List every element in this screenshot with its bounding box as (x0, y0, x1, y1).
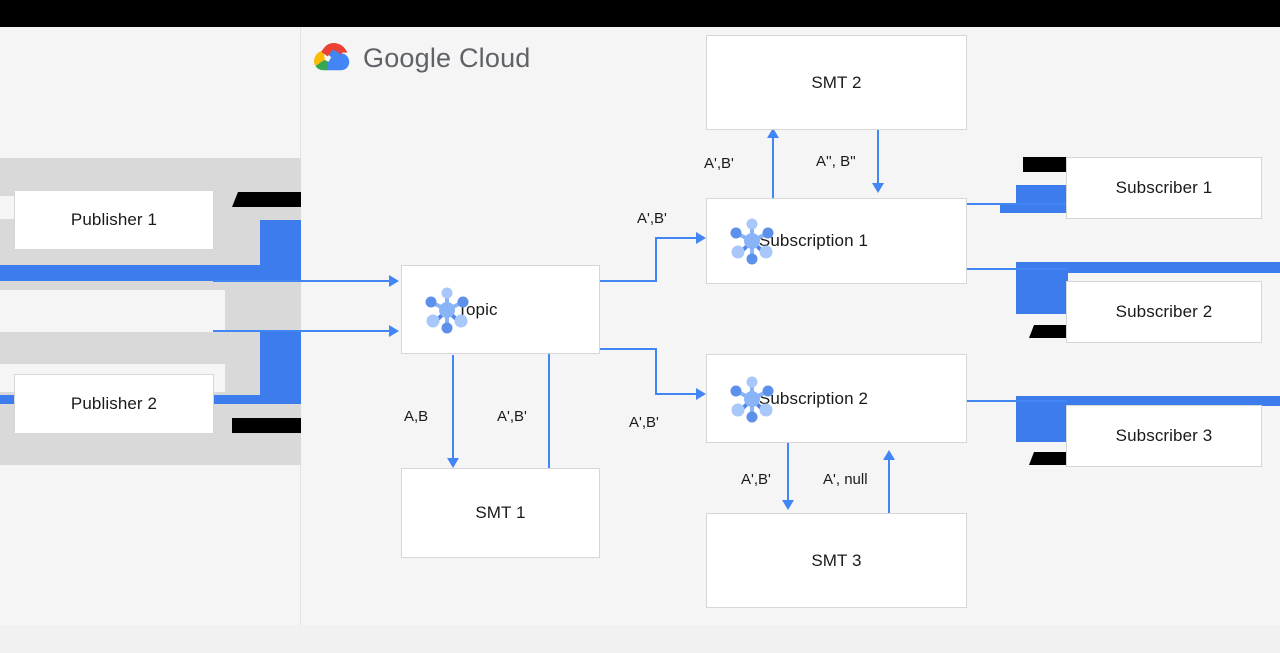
pubsub-node-icon (420, 283, 474, 337)
edge-topic-to-smt1-arrow (447, 458, 459, 468)
edge-label-sub1-to-smt2: A',B' (704, 155, 734, 172)
left-gray-notch-b (0, 290, 225, 332)
google-cloud-logo-icon (314, 43, 350, 71)
right-redaction-bar-sub2 (1029, 325, 1068, 338)
edge-topic-to-sub1-seg1 (600, 280, 657, 282)
edge-sub1-to-subscriber1-line (967, 203, 1067, 205)
edge-label-topic-to-smt1: A,B (404, 408, 429, 425)
node-subscriber2[interactable]: Subscriber 2 (1066, 281, 1262, 343)
edge-topic-to-sub1-arrow (696, 232, 706, 244)
node-subscriber1-label: Subscriber 1 (1115, 178, 1213, 197)
node-subscriber2-label: Subscriber 2 (1115, 302, 1213, 321)
right-redaction-bar-sub1 (1023, 157, 1067, 172)
right-blue-artifact-sub3 (1016, 396, 1068, 442)
edge-topic-to-sub2-seg2 (655, 348, 657, 395)
edge-sub2-to-smt3-line (787, 443, 789, 501)
right-blue-artifact-sub3-bar (1016, 396, 1280, 406)
right-blue-artifact-sub2-bar (1016, 262, 1280, 273)
edge-sub2-to-smt3-arrow (782, 500, 794, 510)
node-smt3[interactable]: SMT 3 (706, 513, 967, 608)
pubsub-node-icon (725, 372, 779, 426)
right-edge-strip (1261, 27, 1280, 625)
edge-label-topic-to-sub2: A',B' (629, 414, 659, 431)
node-smt1[interactable]: SMT 1 (401, 468, 600, 558)
edge-topic-to-sub1-seg2 (655, 237, 657, 282)
edge-sub2-to-subscriber3-line (967, 400, 1067, 402)
google-cloud-logo: Google Cloud (311, 41, 531, 75)
node-subscription2[interactable]: Subscription 2 (706, 354, 967, 443)
node-publisher1[interactable]: Publisher 1 (14, 190, 214, 250)
edge-label-sub2-to-smt3: A',B' (741, 471, 771, 488)
node-smt1-label: SMT 1 (475, 503, 526, 522)
edge-topic-to-sub2-seg3 (655, 393, 697, 395)
edge-sub1-to-smt2-line (772, 137, 774, 199)
edge-publisher2-to-topic-line (213, 330, 389, 332)
right-blue-artifact-sub2 (1016, 262, 1068, 314)
right-redaction-bar-sub3 (1029, 452, 1068, 465)
left-blue-artifact-upper-bar (0, 265, 301, 281)
edge-label-topic-to-sub1: A',B' (637, 210, 667, 227)
edge-publisher1-to-topic-line (213, 280, 389, 282)
edge-smt3-to-sub2-arrow (883, 450, 895, 460)
edge-smt1-to-topic-line (548, 290, 550, 468)
node-subscriber3-label: Subscriber 3 (1115, 426, 1213, 445)
edge-label-smt3-to-sub2: A', null (823, 471, 868, 488)
google-cloud-wordmark: Google Cloud (363, 42, 531, 73)
edge-topic-to-smt1-line (452, 355, 454, 458)
node-smt2[interactable]: SMT 2 (706, 35, 967, 130)
right-blue-artifact-sub1-bar (1000, 203, 1068, 213)
bottom-band (0, 625, 1280, 653)
edge-label-smt2-to-sub1: A'', B'' (816, 153, 856, 170)
left-redaction-bar-top (232, 192, 301, 207)
edge-topic-to-sub1-seg3 (655, 237, 697, 239)
edge-label-smt1-to-topic: A',B' (497, 408, 527, 425)
node-publisher1-label: Publisher 1 (70, 210, 158, 229)
node-subscription1[interactable]: Subscription 1 (706, 198, 967, 284)
node-subscription1-label: Subscription 1 (758, 231, 869, 250)
node-topic[interactable]: Topic (401, 265, 600, 354)
edge-sub1-to-subscriber2-line (967, 268, 1067, 270)
top-redaction-bar-left (0, 0, 301, 27)
edge-topic-to-sub2-seg1 (600, 348, 657, 350)
node-smt2-label: SMT 2 (811, 72, 862, 92)
edge-smt2-to-sub1-line (877, 130, 879, 184)
top-redaction-bar-right (301, 0, 1280, 27)
node-publisher2[interactable]: Publisher 2 (14, 374, 214, 434)
node-subscriber1[interactable]: Subscriber 1 (1066, 157, 1262, 219)
node-smt3-label: SMT 3 (811, 550, 862, 570)
left-blue-artifact-lower (260, 332, 301, 404)
node-publisher2-label: Publisher 2 (70, 394, 158, 413)
edge-smt3-to-sub2-line (888, 459, 890, 516)
node-subscription2-label: Subscription 2 (758, 388, 869, 408)
edge-smt2-to-sub1-arrow (872, 183, 884, 193)
left-redaction-bar-bottom (232, 418, 301, 433)
edge-publisher2-to-topic-arrow (389, 325, 399, 337)
pubsub-node-icon (725, 214, 779, 268)
edge-publisher1-to-topic-arrow (389, 275, 399, 287)
edge-topic-to-sub2-arrow (696, 388, 706, 400)
edge-sub1-to-smt2-arrow (767, 128, 779, 138)
node-subscriber3[interactable]: Subscriber 3 (1066, 405, 1262, 467)
